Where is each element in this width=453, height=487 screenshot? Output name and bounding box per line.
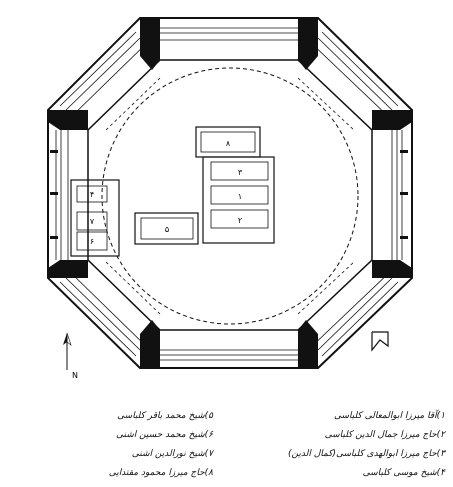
outer-octagon-wall	[47, 17, 413, 369]
grave-8: ۸	[195, 126, 261, 158]
legend-item-1: ۱)آقا میرزا ابوالمعالی کلباسی	[333, 411, 445, 421]
north-label: N	[72, 371, 78, 380]
grave-2-number: ۲	[238, 216, 242, 225]
grave-3-number: ۳	[238, 168, 243, 177]
legend-item-2: ۲)حاج میرزا جمال الدین کلباسی	[324, 430, 445, 440]
inner-octagon-wall	[87, 59, 373, 331]
grave-6-number: ۶	[90, 237, 94, 246]
grave-1-number: ۱	[238, 192, 242, 201]
dashed-guides	[105, 77, 355, 315]
mausoleum-floor-plan: ۸ ۳ ۱ ۲ ۵ ۴ ۷ ۶ N	[47, 17, 413, 380]
grave-block-left: ۴ ۷ ۶	[70, 179, 120, 257]
legend-item-5: ۵)شیخ محمد باقر کلباسی	[117, 411, 213, 421]
legend-item-4: ۴)شیخ موسی کلباسی	[362, 468, 445, 478]
legend-item-3: ۳)حاج میرزا ابوالهدی کلباسی(کمال الدین)	[288, 449, 445, 459]
grave-8-number: ۸	[226, 139, 231, 148]
legend-item-8: ۸)حاج میرزا محمود مقتدایی	[108, 468, 213, 478]
legend-right-column: ۱)آقا میرزا ابوالمعالی کلباسی ۲)حاج میرز…	[288, 407, 445, 483]
north-arrow: N	[63, 332, 78, 380]
grave-7-number: ۷	[90, 217, 95, 226]
grave-block-main: ۳ ۱ ۲	[202, 156, 275, 244]
grave-5: ۵	[134, 212, 199, 245]
legend-item-7: ۷)شیخ نورالدین اشنی	[131, 449, 213, 459]
dome-circle	[101, 67, 359, 325]
wall-markers	[50, 150, 408, 239]
corner-pillars	[48, 18, 412, 368]
wall-line	[67, 39, 393, 351]
scale-symbol	[371, 331, 389, 352]
grave-5-number: ۵	[165, 225, 169, 234]
grave-4-number: ۴	[90, 190, 94, 199]
legend-left-column: ۵)شیخ محمد باقر کلباسی ۶)شیخ محمد حسین ا…	[109, 407, 213, 483]
legend-item-6: ۶)شیخ محمد حسین اشنی	[116, 430, 213, 440]
